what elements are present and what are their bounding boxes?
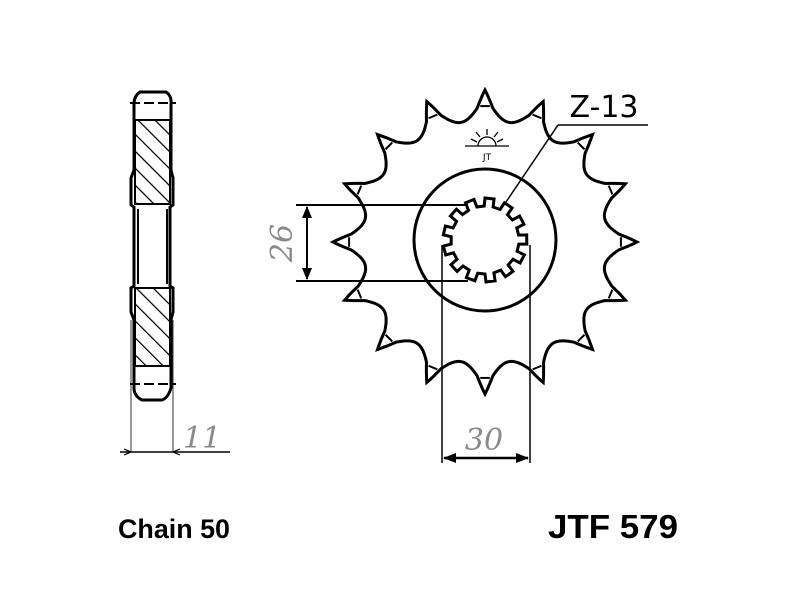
tooth-tip-mark	[384, 334, 393, 343]
sun-logo-icon	[465, 129, 509, 147]
hub-circle	[412, 167, 558, 313]
tooth-tip-mark	[607, 185, 614, 195]
side-view	[120, 90, 230, 456]
tooth-tip-mark	[356, 185, 363, 195]
sprocket-outline	[329, 86, 641, 398]
spline-diameter-dimension-lines	[441, 245, 531, 463]
thickness-dimension: 11	[183, 421, 221, 456]
tooth-tip-mark	[356, 289, 363, 299]
tooth-tip-mark	[577, 141, 586, 150]
leader-line	[503, 124, 559, 206]
chain-label: Chain 50	[118, 514, 230, 544]
tooth-tip-marks	[348, 105, 622, 379]
tooth-tip-mark	[532, 364, 542, 371]
inner-diameter-dimension: 26	[265, 224, 300, 263]
tooth-tip-mark	[384, 141, 393, 150]
tooth-tip-mark	[428, 364, 438, 371]
spline-diameter-dimension: 30	[465, 423, 503, 458]
logo-text: JT	[482, 153, 492, 163]
inner-diameter-dimension-lines	[296, 204, 468, 282]
spline-bore	[441, 196, 529, 284]
tooth-tip-mark	[577, 334, 586, 343]
teeth-count-label: Z-13	[569, 90, 638, 125]
tooth-tip-mark	[428, 113, 438, 120]
tooth-tip-mark	[607, 289, 614, 299]
tooth-tip-mark	[532, 113, 542, 120]
part-number: JTF 579	[548, 508, 678, 545]
